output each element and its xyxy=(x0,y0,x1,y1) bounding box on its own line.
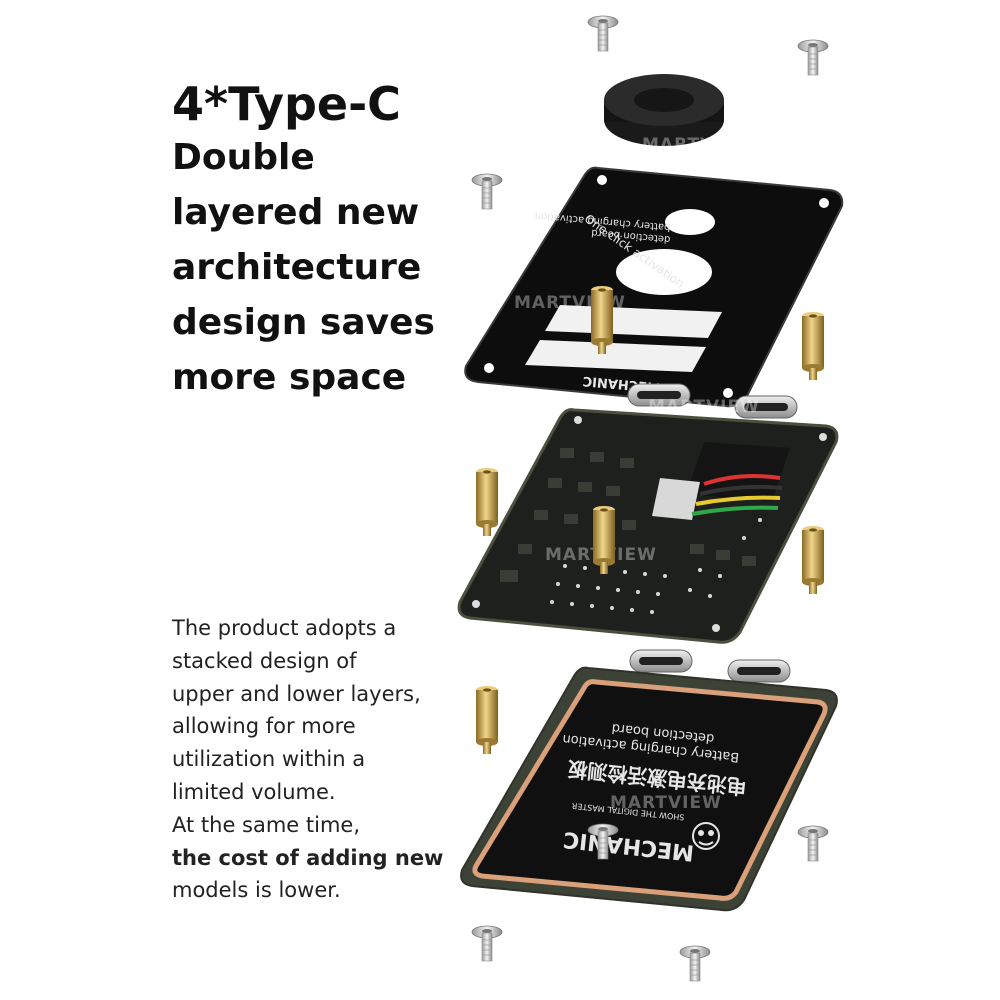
description-line: the cost of adding new xyxy=(172,845,444,870)
screw-icon xyxy=(797,825,829,862)
headline-title: 4*Type-C xyxy=(172,77,401,131)
bottom-plate: 电池充电激活检测板 Battery charging activation de… xyxy=(460,666,838,912)
main-pcb xyxy=(457,408,839,644)
rubber-pad xyxy=(604,74,724,146)
product-description: The product adopts a stacked design of u… xyxy=(172,612,462,907)
watermark: MARTVIEW xyxy=(648,397,760,417)
headline-line: architecture xyxy=(172,247,422,288)
description-line: models is lower. xyxy=(172,878,341,903)
headline-line: more space xyxy=(172,357,407,398)
description-line: stacked design of xyxy=(172,648,357,673)
description-line: The product adopts a xyxy=(172,616,397,640)
brass-standoff-icon xyxy=(802,526,824,594)
screw-icon xyxy=(471,925,503,962)
brass-standoff-icon xyxy=(591,286,613,354)
screw-icon xyxy=(471,173,503,210)
brass-standoff-icon xyxy=(476,468,498,536)
description-line: limited volume. xyxy=(172,779,336,804)
usb-c-port-icon xyxy=(629,649,693,673)
watermark: MARTVIEW xyxy=(642,135,754,155)
screw-icon xyxy=(679,945,711,982)
screw-icon xyxy=(587,15,619,52)
usb-c-port-icon xyxy=(727,659,791,683)
description-line: utilization within a xyxy=(172,747,366,772)
headline-line: layered new xyxy=(172,192,420,233)
description-line: At the same time, xyxy=(172,812,361,837)
screw-icon xyxy=(797,39,829,76)
description-line: allowing for more xyxy=(172,714,356,739)
top-plate: battery charging activation detection bo… xyxy=(464,166,844,408)
brass-standoff-icon xyxy=(593,506,615,574)
watermark: MARTVIEW xyxy=(610,793,722,813)
brass-standoff-icon xyxy=(802,312,824,380)
headline-line: Double xyxy=(172,137,315,178)
mechanic-logo-icon xyxy=(692,822,720,850)
headline: 4*Type-C Double layered new architecture… xyxy=(172,78,452,405)
brass-standoff-icon xyxy=(476,686,498,754)
headline-line: design saves xyxy=(172,302,435,343)
description-line: upper and lower layers, xyxy=(172,681,421,706)
